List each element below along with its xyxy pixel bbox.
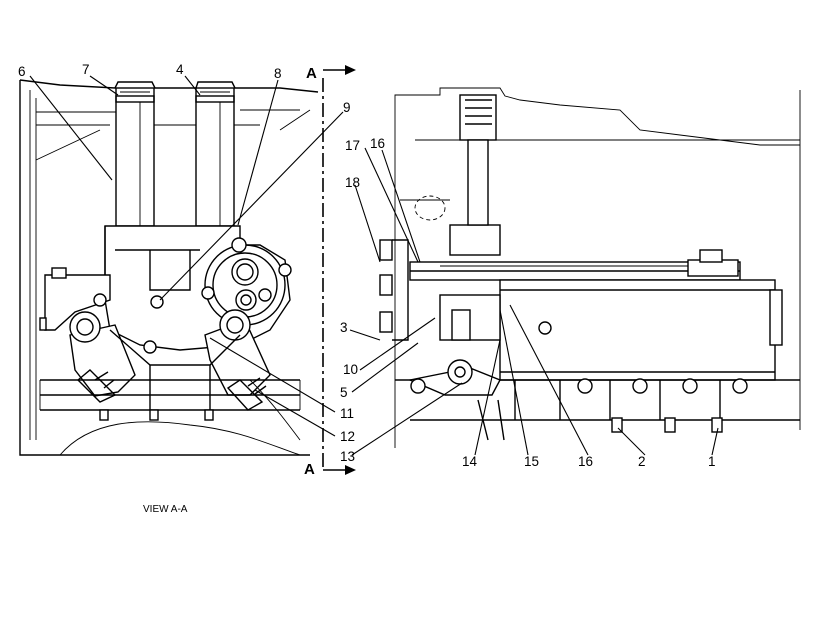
- callout-12: 12: [340, 429, 355, 444]
- callout-9: 9: [343, 100, 351, 115]
- callout-18: 18: [345, 175, 360, 190]
- callout-14: 14: [462, 454, 478, 469]
- right-view-side: [379, 87, 801, 448]
- callout-17: 17: [345, 138, 360, 153]
- callout-11: 11: [340, 406, 354, 421]
- callout-10: 10: [343, 362, 358, 377]
- callout-5: 5: [340, 385, 348, 400]
- callout-16-top: 16: [370, 136, 385, 151]
- callout-4: 4: [176, 62, 184, 77]
- callout-3: 3: [340, 320, 348, 335]
- callout-16-bottom: 16: [578, 454, 593, 469]
- callout-13: 13: [340, 449, 355, 464]
- callout-15: 15: [524, 454, 539, 469]
- view-caption: VIEW A-A: [143, 504, 188, 515]
- section-marker-top: A: [306, 65, 317, 82]
- left-view-a-a: [19, 79, 319, 456]
- leader-lines: [29, 75, 719, 456]
- callout-7: 7: [82, 62, 90, 77]
- callout-labels: 6 7 4 8 9 17 16 18 3 10 5 11 12 13 14 15…: [18, 62, 716, 469]
- callout-8: 8: [274, 66, 282, 81]
- callout-1: 1: [708, 454, 716, 469]
- callout-6: 6: [18, 64, 26, 79]
- section-marker-bottom: A: [304, 461, 315, 478]
- section-line-a-a: A A: [304, 65, 356, 478]
- callout-2: 2: [638, 454, 646, 469]
